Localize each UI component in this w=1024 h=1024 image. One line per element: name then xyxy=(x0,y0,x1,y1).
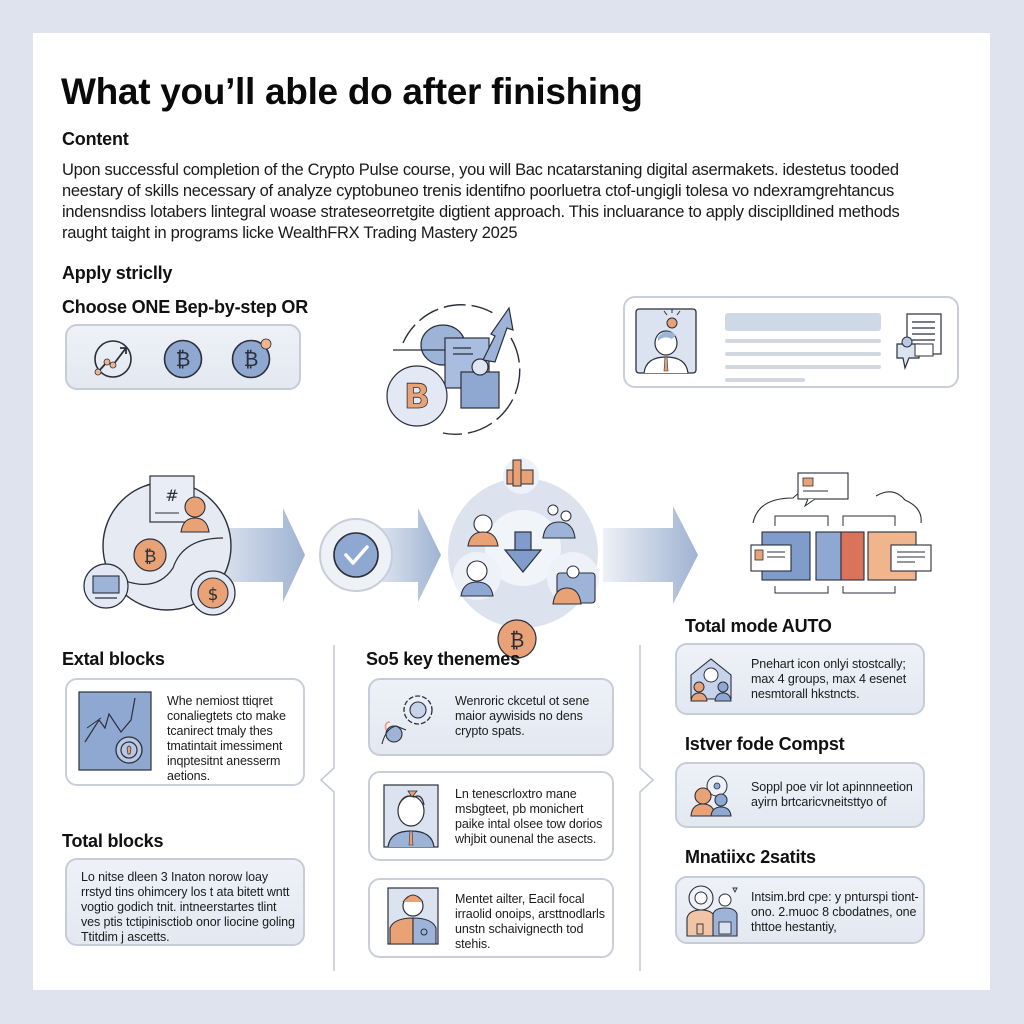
community-network-hub: ₿ xyxy=(448,458,599,659)
info-card-text: Intsim.brd cpe: y pnturspi tiont- ono. 2… xyxy=(751,890,919,935)
svg-text:$: $ xyxy=(208,585,219,605)
bitcoin-growth-cycle-illustration: B xyxy=(386,304,521,435)
column-heading: So5 key thenemes xyxy=(366,649,520,669)
apply-icon-group: ₿ ₿ xyxy=(65,324,301,390)
text-line: Intsim.brd cpe: y pnturspi tiont- xyxy=(751,890,919,904)
block-heading: Total mode AUTO xyxy=(685,616,832,636)
text-line: rrstyd tins ohimcery los t ata bitett wn… xyxy=(81,885,290,899)
portfolio-blocks xyxy=(750,472,932,594)
svg-text:₿: ₿ xyxy=(244,347,259,371)
text-line: ono. 2.muoc 8 cbodatnes, one xyxy=(751,905,917,919)
text-line: maior aywisids no dens xyxy=(455,709,583,723)
intro-line: Upon successful completion of the Crypto… xyxy=(62,161,899,179)
text-line: crypto spats. xyxy=(455,724,525,738)
text-line: conaliegtets cto make xyxy=(167,709,286,723)
card-title-placeholder xyxy=(725,313,881,331)
info-card-text: Wenroric ckcetul ot sene maior aywisids … xyxy=(455,694,589,739)
person-card-icon xyxy=(387,887,439,945)
svg-text:#: # xyxy=(165,486,178,505)
card-line xyxy=(725,339,881,343)
intro-line: indensndiss lotabers lintegral woase str… xyxy=(62,203,900,221)
person-portrait-icon xyxy=(383,784,439,848)
info-card: Mentet ailter, Eacil focal irraolid onoi… xyxy=(368,878,614,958)
svg-text:₿: ₿ xyxy=(176,347,191,371)
page-card: What you’ll able do after finishing Cont… xyxy=(33,33,990,990)
text-line: tcanirect tmaly thes xyxy=(167,724,273,738)
text-line: paike intal olsee tow dorios xyxy=(455,817,603,831)
block-heading: Mnatiixc 2satits xyxy=(685,847,816,867)
chart-lightbulb-icon xyxy=(78,691,152,771)
info-card: Ln tenescrloxtro mane msbgteet, pb monic… xyxy=(368,771,614,861)
info-card: Pnehart icon onlyi stostcally; max 4 gro… xyxy=(675,643,925,715)
block-heading: Istver fode Compst xyxy=(685,734,845,754)
text-line: Ttitdim j ascetts. xyxy=(81,930,170,944)
text-line: Soppl poe vir lot apinnneetion xyxy=(751,780,913,794)
trend-chart-icon[interactable] xyxy=(93,339,133,379)
info-card: Whe nemiost ttiqret conaliegtets cto mak… xyxy=(65,678,305,786)
text-line: Ln tenescrloxtro mane xyxy=(455,787,577,801)
text-line: aetions. xyxy=(167,769,210,783)
text-line: Pnehart icon onlyi stostcally; xyxy=(751,657,906,671)
bitcoin-icon[interactable]: ₿ xyxy=(163,339,203,379)
svg-text:₿: ₿ xyxy=(510,628,525,652)
info-card-text: Mentet ailter, Eacil focal irraolid onoi… xyxy=(455,892,605,952)
content-heading: Content xyxy=(62,129,129,149)
text-line: inqptesitnt anesserm xyxy=(167,754,281,768)
apply-subheading: Choose ONE Bep-by-step OR xyxy=(62,297,309,317)
chat-document-icon xyxy=(896,313,942,371)
text-line: Whe nemiost ttiqret xyxy=(167,694,273,708)
card-line xyxy=(725,378,805,382)
group-home-icon xyxy=(690,658,732,702)
text-line: irraolid onoips, arsttnodlarls xyxy=(455,907,605,921)
text-line: ayirn brtcaricvneitsttyo of xyxy=(751,795,887,809)
info-card-text: Pnehart icon onlyi stostcally; max 4 gro… xyxy=(751,657,906,702)
info-card-text: Whe nemiost ttiqret conaliegtets cto mak… xyxy=(167,694,286,784)
verification-check xyxy=(319,518,393,592)
block-heading: Extal blocks xyxy=(62,649,165,669)
intro-line: raught taight in programs licke WealthFR… xyxy=(62,224,518,242)
person-idea-icon xyxy=(635,308,697,374)
info-card: Intsim.brd cpe: y pnturspi tiont- ono. 2… xyxy=(675,876,925,944)
flow-arrow xyxy=(603,506,698,604)
advisor-icon xyxy=(686,885,738,937)
two-people-icon xyxy=(690,775,732,817)
text-line: max 4 groups, max 4 esenet xyxy=(751,672,907,686)
info-card-text: Soppl poe vir lot apinnneetion ayirn brt… xyxy=(751,780,913,810)
text-line: Mentet ailter, Eacil focal xyxy=(455,892,585,906)
text-line: msbgteet, pb monichert xyxy=(455,802,584,816)
text-line: stehis. xyxy=(455,937,491,951)
card-line xyxy=(725,352,881,356)
text-line: unstn schaivignecth tod xyxy=(455,922,584,936)
bitcoin-notification-icon[interactable]: ₿ xyxy=(231,338,275,379)
text-line: whjbit ounenal the asects. xyxy=(455,832,597,846)
text-line: ves ptis tctipinisctiob onor liocine gol… xyxy=(81,915,295,929)
text-line: nesmtorall hkstncts. xyxy=(751,687,860,701)
profile-idea-card-illustration xyxy=(623,296,959,388)
text-line: Wenroric ckcetul ot sene xyxy=(455,694,590,708)
info-card-text: Lo nitse dleen 3 Inaton norow loay rrsty… xyxy=(81,870,295,945)
text-line: vogtio godich tnit. intneerstartes tlint xyxy=(81,900,277,914)
apply-heading: Apply striclly xyxy=(62,263,173,283)
info-card-text: Ln tenescrloxtro mane msbgteet, pb monic… xyxy=(455,787,602,847)
text-line: Lo nitse dleen 3 Inaton norow loay xyxy=(81,870,269,884)
text-line: tmatintait imessiment xyxy=(167,739,283,753)
crypto-ecosystem-hub: # ₿ $ xyxy=(83,475,236,616)
info-card: Wenroric ckcetul ot sene maior aywisids … xyxy=(368,678,614,756)
page-title: What you’ll able do after finishing xyxy=(61,71,643,112)
gear-hand-icon xyxy=(381,695,433,745)
column-divider xyxy=(639,645,655,971)
block-heading: Total blocks xyxy=(62,831,164,851)
info-card: Lo nitse dleen 3 Inaton norow loay rrsty… xyxy=(65,858,305,946)
text-line: thttoe hestantiy, xyxy=(751,920,837,934)
intro-line: neestary of skills necessary of analyze … xyxy=(62,182,894,200)
svg-text:₿: ₿ xyxy=(144,547,157,567)
info-card: Soppl poe vir lot apinnneetion ayirn brt… xyxy=(675,762,925,828)
card-line xyxy=(725,365,881,369)
svg-text:B: B xyxy=(404,377,430,417)
flow-diagram: # ₿ $ xyxy=(83,458,932,659)
intro-paragraph: Upon successful completion of the Crypto… xyxy=(62,160,972,244)
column-divider xyxy=(319,645,335,971)
